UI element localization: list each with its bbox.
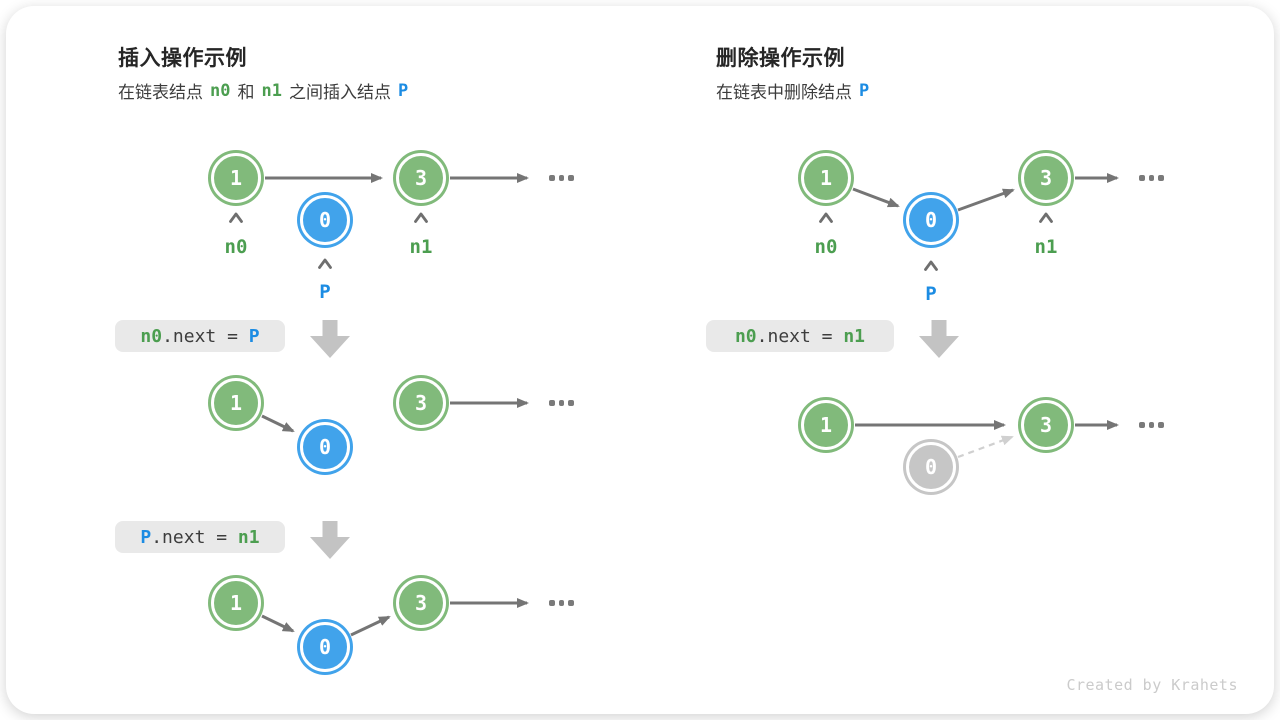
caret-up-icon (413, 212, 429, 223)
code-statement: P.next = n1 (115, 521, 285, 553)
code-rhs: P (248, 325, 260, 347)
inserted-node: 0 (300, 622, 350, 672)
code-mid: .next = (162, 325, 249, 347)
subtitle-text: 在链表结点 (118, 83, 203, 102)
p-token: P (859, 80, 870, 101)
p-pointer-label: P (925, 283, 937, 305)
list-node: 1 (211, 153, 261, 203)
insert-section-subtitle: 在链表结点 n0 和 n1 之间插入结点 P (118, 78, 415, 103)
ellipsis-icon (1139, 422, 1164, 428)
n1-pointer-label: n1 (409, 236, 433, 258)
n1-pointer-label: n1 (1034, 236, 1058, 258)
caret-up-icon (1038, 212, 1054, 223)
code-lhs: n0 (734, 325, 757, 347)
subtitle-text: 之间插入结点 (288, 83, 391, 102)
removed-node: 0 (906, 195, 956, 245)
code-statement: n0.next = P (115, 320, 285, 352)
list-node: 3 (396, 378, 446, 428)
ellipsis-icon (549, 600, 574, 606)
ellipsis-icon (549, 400, 574, 406)
delete-section-title: 删除操作示例 (716, 47, 845, 70)
down-arrow-icon (919, 320, 959, 358)
ellipsis-icon (549, 175, 574, 181)
code-lhs: P (140, 526, 152, 548)
code-statement: n0.next = n1 (706, 320, 894, 352)
code-mid: .next = (756, 325, 844, 347)
list-node: 3 (396, 153, 446, 203)
list-node: 1 (211, 578, 261, 628)
credit-text: Created by Krahets (1066, 676, 1238, 694)
code-lhs: n0 (140, 325, 163, 347)
caret-up-icon (228, 212, 244, 223)
list-node: 1 (211, 378, 261, 428)
p-pointer-label: P (319, 281, 331, 303)
ellipsis-icon (1139, 175, 1164, 181)
subtitle-text: 在链表中删除结点 (716, 83, 852, 102)
code-rhs: n1 (843, 325, 866, 347)
inserted-node: 0 (300, 195, 350, 245)
n0-token: n0 (210, 80, 231, 101)
n1-token: n1 (261, 80, 282, 101)
list-node: 3 (1021, 400, 1071, 450)
list-node: 3 (1021, 153, 1071, 203)
diagram-card (6, 6, 1274, 714)
list-node: 1 (801, 153, 851, 203)
down-arrow-icon (310, 320, 350, 358)
caret-up-icon (818, 212, 834, 223)
n0-pointer-label: n0 (224, 236, 248, 258)
list-node: 1 (801, 400, 851, 450)
list-node: 3 (396, 578, 446, 628)
code-mid: .next = (151, 526, 238, 548)
removed-node-grayed: 0 (906, 442, 956, 492)
down-arrow-icon (310, 521, 350, 559)
inserted-node: 0 (300, 422, 350, 472)
p-token: P (397, 80, 409, 101)
insert-section-title: 插入操作示例 (118, 47, 247, 70)
subtitle-text: 和 (237, 83, 255, 102)
n0-pointer-label: n0 (814, 236, 838, 258)
code-rhs: n1 (237, 526, 260, 548)
delete-section-subtitle: 在链表中删除结点 P (716, 78, 876, 103)
caret-up-icon (317, 258, 333, 269)
caret-up-icon (923, 260, 939, 271)
